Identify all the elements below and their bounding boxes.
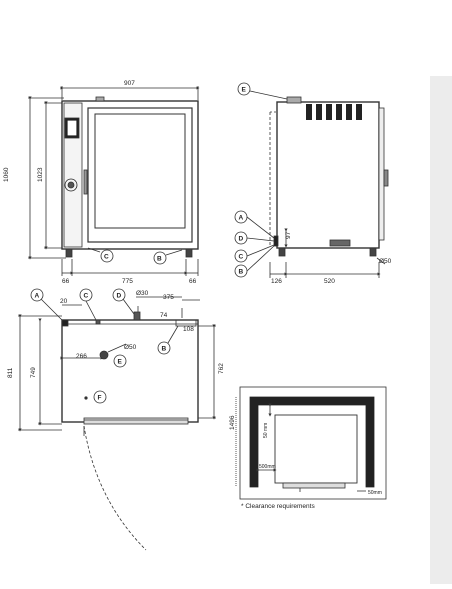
dim-top-20: 20 — [60, 298, 68, 305]
dim-top-375: 375 — [163, 294, 174, 301]
clearance-diagram — [235, 386, 387, 500]
front-view — [28, 86, 200, 276]
dim-clearance-top: 50 mm — [263, 423, 269, 438]
callout-c-side: C — [239, 254, 244, 261]
side-view — [234, 82, 389, 278]
callout-d-top: D — [117, 293, 122, 300]
callout-b-side: B — [239, 269, 244, 276]
callout-b-top: B — [162, 346, 167, 353]
dim-side-drain-height: 97 — [285, 231, 292, 239]
dim-top-depth-762: 762 — [218, 363, 225, 374]
dim-front-width: 907 — [124, 80, 135, 87]
callout-a-top: A — [35, 293, 40, 300]
callout-f-top: F — [98, 395, 102, 402]
dim-clearance-right: 50mm — [368, 490, 382, 496]
dim-top-108: 108 — [183, 326, 194, 333]
callout-e-top: E — [118, 359, 123, 366]
dim-side-top-gap: 126 — [271, 278, 282, 285]
dim-front-height-total: 1060 — [3, 167, 10, 182]
dim-side-drain-dia: Ø50 — [379, 258, 392, 265]
callout-b-front: B — [157, 256, 162, 263]
dim-top-depth-749: 749 — [30, 367, 37, 378]
callout-d-side: D — [239, 236, 244, 243]
side-panel-strip — [430, 76, 452, 584]
callout-a-side: A — [239, 215, 244, 222]
callout-e-side: E — [242, 87, 247, 94]
callout-c-top: C — [84, 293, 89, 300]
dim-top-dia50: Ø50 — [124, 344, 137, 351]
clearance-caption: * Clearance requirements — [241, 503, 315, 510]
dim-foot-left: 66 — [62, 278, 70, 285]
dim-door-width: 775 — [122, 278, 133, 285]
dim-side-depth: 520 — [324, 278, 335, 285]
dim-top-266: 266 — [76, 353, 87, 360]
top-view — [18, 288, 216, 551]
dim-top-74: 74 — [160, 312, 168, 319]
callout-c-front: C — [104, 254, 109, 261]
dim-foot-right: 66 — [189, 278, 197, 285]
dim-top-dia30: Ø30 — [136, 290, 149, 297]
dim-clearance-height: 1496 — [229, 415, 236, 430]
dim-front-height-body: 1023 — [37, 167, 44, 182]
dim-clearance-left: 500mm — [259, 464, 276, 470]
dim-top-depth-811: 811 — [7, 367, 14, 378]
